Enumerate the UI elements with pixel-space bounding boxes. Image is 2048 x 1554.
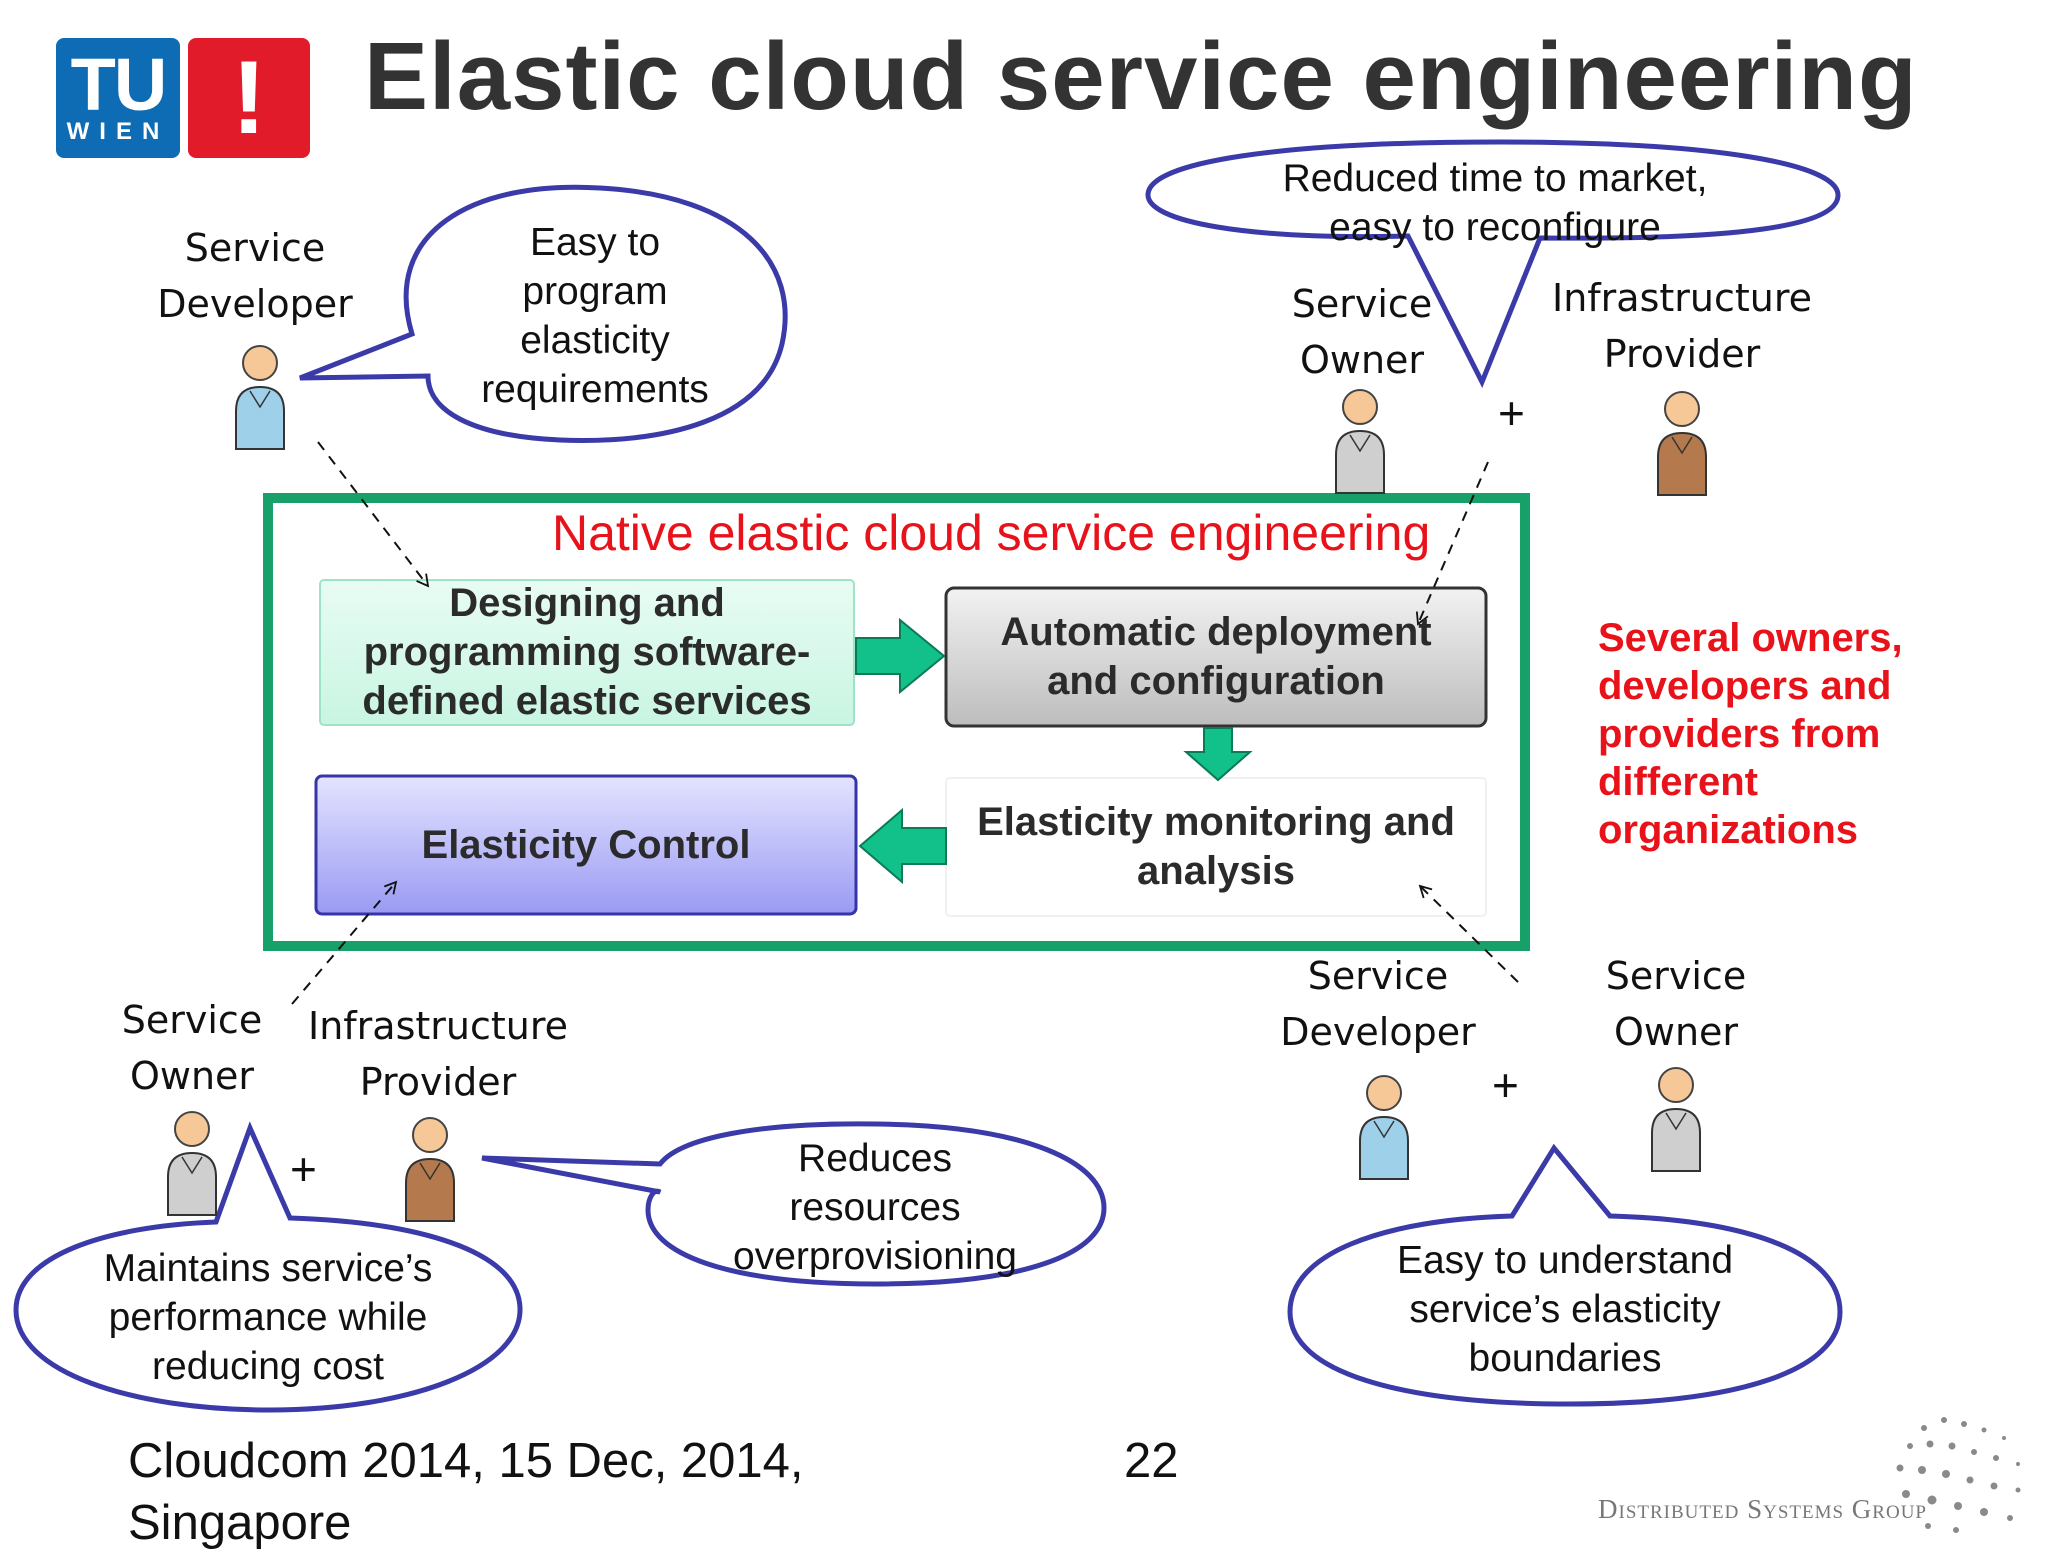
box-line: programming software- bbox=[363, 630, 811, 674]
role-word: Infrastructure bbox=[308, 1004, 569, 1048]
slide-title: Elastic cloud service engineering bbox=[364, 23, 1918, 130]
box-line: and configuration bbox=[1047, 659, 1385, 703]
label-bottom-left-provider: Infrastructure Provider bbox=[308, 998, 568, 1110]
bubble-maintains bbox=[13, 1121, 523, 1413]
role-word: Infrastructure bbox=[1552, 276, 1813, 320]
label-top-right-provider: Infrastructure Provider bbox=[1552, 270, 1812, 382]
role-word: Owner bbox=[129, 1054, 255, 1098]
box-line: Elasticity monitoring and bbox=[977, 800, 1455, 844]
note-line: providers from bbox=[1598, 712, 1881, 756]
box-line: Automatic deployment bbox=[1000, 610, 1432, 654]
role-word: Owner bbox=[1613, 1010, 1739, 1054]
bubble-line: elasticity bbox=[520, 319, 670, 362]
bubble-line: easy to reconfigure bbox=[1329, 206, 1661, 249]
arrow-monitoring-to-control bbox=[858, 807, 947, 885]
bubble-developer-text: Easy to program elasticity requirements bbox=[450, 218, 740, 414]
box-line: Elasticity Control bbox=[421, 822, 751, 867]
bubble-reduces-text: Reduces resources overprovisioning bbox=[690, 1134, 1060, 1281]
side-note: Several owners, developers and providers… bbox=[1598, 614, 1928, 854]
bubble-line: requirements bbox=[481, 368, 709, 411]
designing-text: Designing and programming software- defi… bbox=[320, 580, 854, 725]
bubble-maintains-text: Maintains service’s performance while re… bbox=[58, 1244, 478, 1391]
box-line: Designing and bbox=[449, 581, 725, 625]
plus-sign-bottom-left: + bbox=[290, 1143, 317, 1195]
role-word: Developer bbox=[1280, 1010, 1476, 1054]
label-bottom-right-developer: Service Developer bbox=[1278, 948, 1478, 1060]
dashed-owner-to-deployment bbox=[1415, 461, 1489, 626]
deployment-text: Automatic deployment and configuration bbox=[946, 588, 1486, 726]
role-word: Owner bbox=[1299, 338, 1425, 382]
logo-wien-text: WIEN bbox=[66, 118, 170, 145]
bubble-market-text: Reduced time to market, easy to reconfig… bbox=[1190, 154, 1800, 252]
plus-sign-bottom-right: + bbox=[1492, 1059, 1519, 1111]
bubble-line: Easy to understand bbox=[1396, 1239, 1734, 1282]
note-line: developers and bbox=[1598, 664, 1892, 708]
tu-wien-logo: TU WIEN bbox=[56, 38, 180, 158]
role-word: Service bbox=[184, 226, 326, 270]
person-brown-icon bbox=[404, 1116, 456, 1223]
footer-conference: Cloudcom 2014, 15 Dec, 2014, Singapore bbox=[128, 1430, 888, 1554]
role-word: Service bbox=[1307, 954, 1449, 998]
role-word: Provider bbox=[1603, 332, 1761, 376]
box-line: analysis bbox=[1137, 849, 1295, 893]
bubble-developer bbox=[299, 184, 788, 443]
label-bottom-left-owner: Service Owner bbox=[92, 992, 292, 1104]
person-gray-icon bbox=[166, 1110, 218, 1217]
note-line: different bbox=[1598, 760, 1758, 804]
box-line: defined elastic services bbox=[362, 679, 812, 723]
role-word: Service bbox=[1605, 954, 1747, 998]
bubble-understand-text: Easy to understand service’s elasticity … bbox=[1340, 1236, 1790, 1383]
distributed-systems-group-label: Distributed Systems Group bbox=[1598, 1494, 1927, 1524]
role-word: Service bbox=[121, 998, 263, 1042]
logo-exclamation: ! bbox=[231, 40, 267, 156]
deployment-box bbox=[944, 586, 1488, 728]
bubble-reduces bbox=[481, 1121, 1107, 1287]
logo-tu-text: TU bbox=[70, 43, 168, 126]
label-top-left-developer: Service Developer bbox=[155, 220, 355, 332]
designing-box bbox=[319, 579, 855, 726]
person-gray-icon bbox=[1650, 1066, 1702, 1173]
note-line: Several owners, bbox=[1598, 616, 1903, 660]
role-word: Service bbox=[1291, 282, 1433, 326]
bubble-line: program bbox=[522, 270, 668, 313]
footer-line: Cloudcom 2014, 15 Dec, 2014, bbox=[128, 1434, 804, 1488]
bubble-line: service’s elasticity bbox=[1409, 1288, 1721, 1331]
person-blue-icon bbox=[234, 344, 286, 451]
person-brown-icon bbox=[1656, 390, 1708, 497]
bubble-line: Reduces bbox=[798, 1137, 952, 1180]
bubble-line: Easy to bbox=[529, 221, 661, 264]
page-number: 22 bbox=[1124, 1434, 1179, 1488]
bubble-line: overprovisioning bbox=[733, 1235, 1017, 1278]
control-box bbox=[314, 774, 858, 916]
tu-wien-logo-mark: ! bbox=[188, 38, 310, 158]
person-gray-icon bbox=[1334, 388, 1386, 495]
control-text: Elasticity Control bbox=[316, 776, 856, 914]
footer-line: Singapore bbox=[128, 1496, 352, 1550]
dashed-developer-to-designing bbox=[317, 441, 430, 588]
label-top-right-owner: Service Owner bbox=[1262, 276, 1462, 388]
role-word: Provider bbox=[359, 1060, 517, 1104]
dsg-logo-dots bbox=[1896, 1417, 2021, 1533]
note-line: organizations bbox=[1598, 808, 1859, 852]
bubble-line: Reduced time to market, bbox=[1282, 157, 1708, 200]
arrow-designing-to-deployment bbox=[855, 617, 946, 695]
monitoring-text: Elasticity monitoring and analysis bbox=[946, 778, 1486, 916]
bubble-line: performance while bbox=[108, 1296, 428, 1339]
plus-sign-top-right: + bbox=[1498, 387, 1525, 439]
bubble-market bbox=[1145, 139, 1841, 389]
person-blue-icon bbox=[1358, 1074, 1410, 1181]
dashed-owner-to-control bbox=[291, 880, 398, 1005]
bubble-line: Maintains service’s bbox=[103, 1247, 433, 1290]
bubble-line: reducing cost bbox=[152, 1345, 384, 1388]
native-frame bbox=[263, 493, 1530, 951]
role-word: Developer bbox=[157, 282, 353, 326]
dashed-developer-to-monitoring bbox=[1418, 884, 1519, 983]
label-bottom-right-owner: Service Owner bbox=[1576, 948, 1776, 1060]
native-engineering-title: Native elastic cloud service engineering bbox=[552, 505, 1431, 561]
bubble-line: boundaries bbox=[1468, 1337, 1662, 1380]
bubble-understand bbox=[1287, 1143, 1843, 1407]
bubble-line: resources bbox=[789, 1186, 961, 1229]
arrow-deployment-to-monitoring bbox=[1183, 727, 1253, 782]
